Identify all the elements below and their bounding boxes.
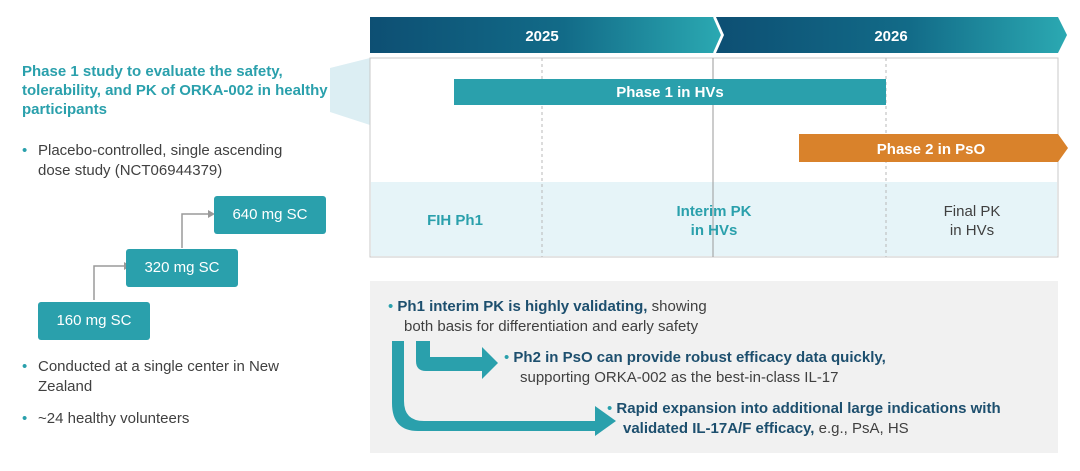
bullet-dot: • bbox=[388, 298, 398, 315]
bullet-dot: • bbox=[22, 358, 28, 375]
bullet-dot: • bbox=[607, 400, 617, 417]
phase1-bar bbox=[454, 79, 886, 105]
connector-2 bbox=[181, 213, 208, 248]
arrow-to-expansion bbox=[392, 341, 616, 436]
milestone-interim-1: Interim PK bbox=[676, 203, 751, 220]
year-2025: 2025 bbox=[525, 28, 558, 45]
milestone-band bbox=[371, 182, 1057, 256]
callout-wedge bbox=[330, 58, 370, 125]
timeline-diagram: 2025 2026 Phase 1 in HVs Phase 2 in PsO … bbox=[330, 16, 1068, 258]
phase2-bar bbox=[799, 134, 1068, 162]
arrow-to-ph2 bbox=[404, 341, 498, 379]
bullet-dot: • bbox=[22, 142, 28, 159]
year-header-2026 bbox=[716, 17, 1067, 53]
year-2026: 2026 bbox=[874, 28, 907, 45]
milestone-interim-2: in HVs bbox=[691, 222, 738, 239]
summary-item-2: • Ph2 in PsO can provide robust efficacy… bbox=[504, 349, 886, 386]
year-header-2025 bbox=[370, 17, 722, 53]
milestone-final-2: in HVs bbox=[950, 222, 994, 239]
dose-160: 160 mg SC bbox=[38, 302, 150, 340]
summary-item-3: • Rapid expansion into additional large … bbox=[607, 400, 1001, 437]
phase1-label: Phase 1 in HVs bbox=[616, 84, 724, 101]
bullet-dot: • bbox=[22, 410, 28, 427]
bullet-dot: • bbox=[504, 349, 514, 366]
dose-640: 640 mg SC bbox=[214, 196, 326, 234]
bullet-study-design: •Placebo-controlled, single ascending do… bbox=[22, 142, 283, 179]
bullet-volunteers: •~24 healthy volunteers bbox=[22, 410, 190, 427]
connector-arrow-2 bbox=[208, 210, 215, 218]
summary-arrows bbox=[392, 341, 616, 436]
summary-item-1: • Ph1 interim PK is highly validating, s… bbox=[388, 298, 707, 335]
dose-320: 320 mg SC bbox=[126, 249, 238, 287]
connector-1 bbox=[93, 265, 124, 300]
milestone-fih: FIH Ph1 bbox=[427, 212, 483, 229]
milestone-final-1: Final PK bbox=[944, 203, 1001, 220]
study-title: Phase 1 study to evaluate the safety, to… bbox=[22, 63, 328, 118]
phase2-label: Phase 2 in PsO bbox=[877, 141, 986, 158]
chevron-divider bbox=[713, 16, 724, 54]
bullet-site: •Conducted at a single center in New Zea… bbox=[22, 358, 279, 395]
